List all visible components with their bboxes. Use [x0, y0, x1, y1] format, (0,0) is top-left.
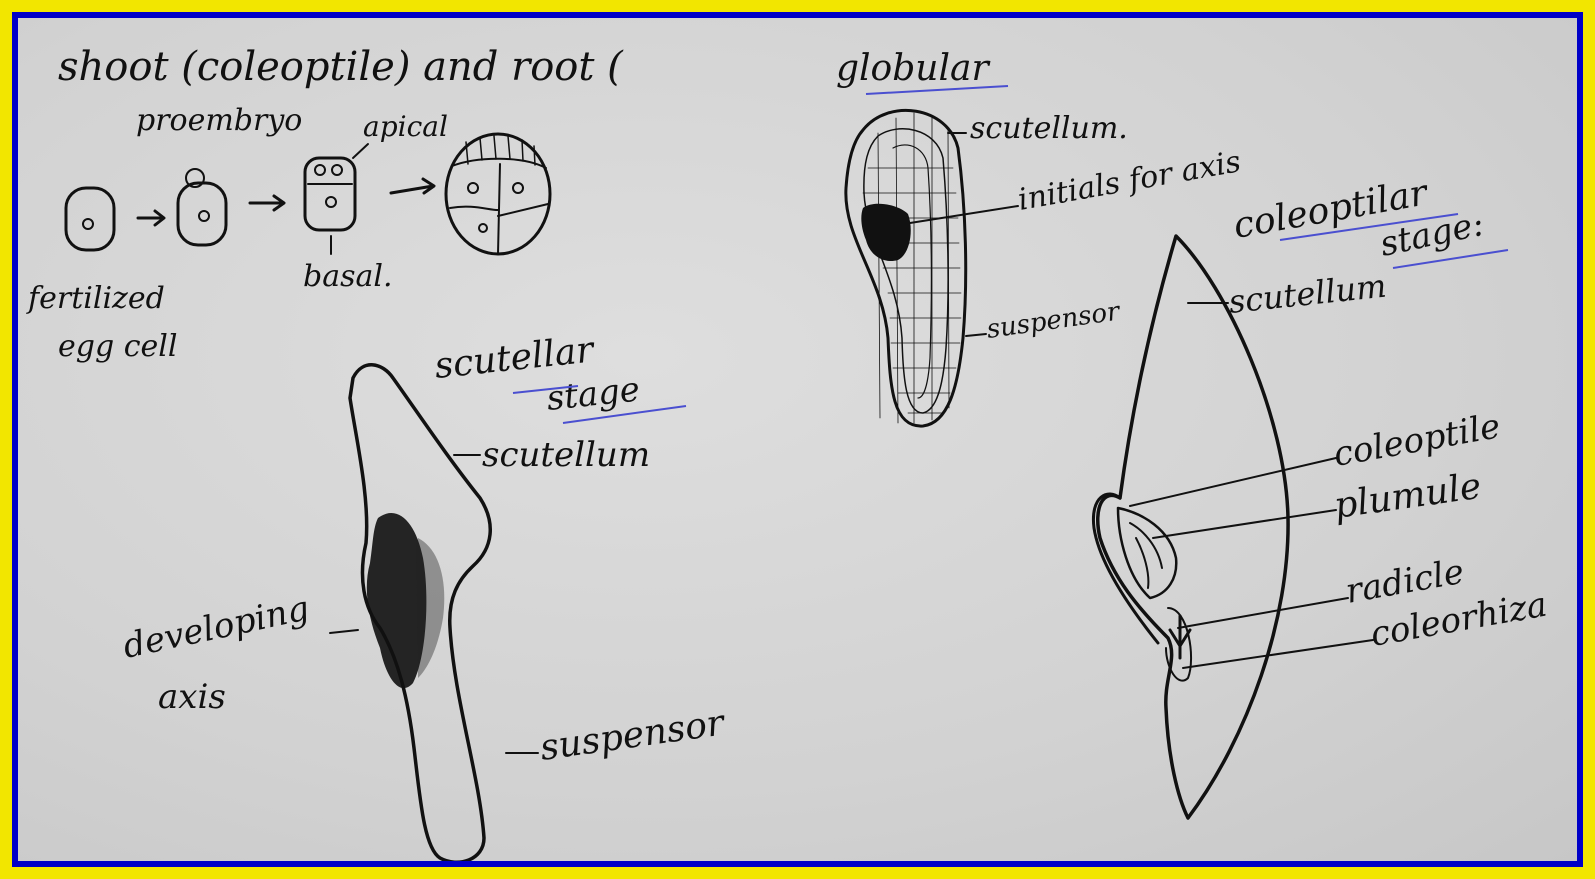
embryo-diagram: shoot (coleoptile) and root ( proembryo … — [18, 18, 1577, 861]
multicellular-proembryo — [446, 134, 550, 254]
developing-axis-label-line2: axis — [158, 677, 226, 717]
initials-label: initials for axis — [1015, 144, 1243, 218]
proembryo-title: proembryo — [136, 103, 302, 138]
globular-title: globular — [836, 48, 990, 89]
apical-label: apical — [363, 110, 448, 143]
scutellar-scutellum-label: scutellum — [482, 435, 650, 475]
arrow-3 — [391, 179, 434, 193]
arrow-1 — [138, 211, 164, 225]
developing-axis-leader — [330, 630, 358, 633]
notebook-page: shoot (coleoptile) and root ( proembryo … — [18, 18, 1577, 861]
scutellar-suspensor-label: suspensor — [538, 702, 729, 769]
apical-basal-proembryo — [305, 158, 355, 254]
coleoptile-leader — [1130, 458, 1336, 506]
plumule-leader — [1153, 510, 1336, 538]
developing-axis-label-line1: developing — [120, 588, 313, 666]
fertilized-label: fertilized — [26, 281, 165, 316]
plumule-label: plumule — [1332, 466, 1484, 527]
globular-scutellum-label: scutellum. — [970, 111, 1128, 146]
header-text: shoot (coleoptile) and root ( — [58, 44, 624, 90]
scutellar-embryo — [350, 365, 490, 861]
scutellar-title-line2: stage — [545, 369, 642, 419]
apical-leader — [353, 144, 368, 158]
coleoptilar-embryo — [1093, 236, 1288, 818]
two-cell-proembryo — [178, 169, 226, 245]
coleorhiza-leader — [1183, 640, 1373, 668]
globular-suspensor-label: suspensor — [985, 296, 1123, 345]
basal-label: basal. — [303, 259, 393, 294]
globular-suspensor-leader — [966, 334, 986, 336]
coleoptilar-scutellum-label: scutellum — [1227, 267, 1388, 321]
egg-cell-label: egg cell — [58, 329, 177, 364]
globular-embryo — [846, 110, 966, 426]
coleoptile-label: coleoptile — [1331, 406, 1504, 475]
fertilized-egg-cell — [66, 188, 114, 250]
axis-initials-mass — [861, 204, 910, 261]
radicle-leader — [1178, 598, 1348, 628]
arrow-2 — [250, 196, 284, 210]
